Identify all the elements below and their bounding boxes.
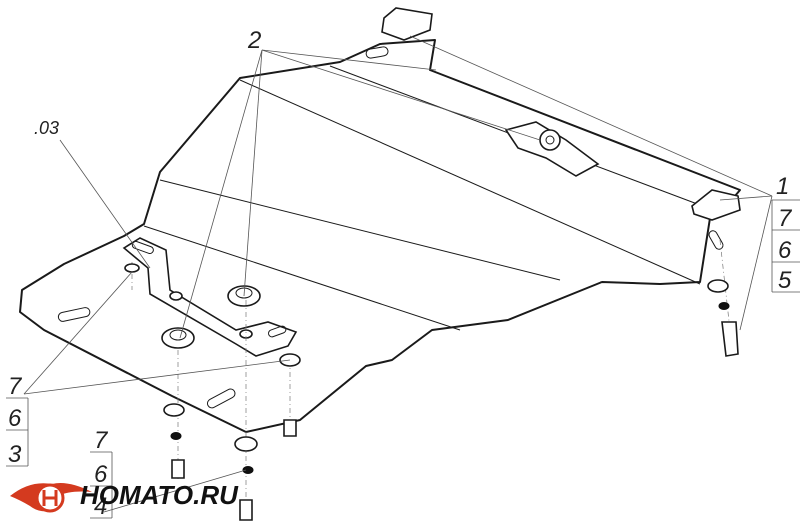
boss-grommet-inner <box>169 329 187 341</box>
mounting-slot <box>708 230 724 250</box>
bolt <box>239 499 253 521</box>
bend-line <box>143 225 461 331</box>
left-callout-stack <box>6 397 29 467</box>
top-hook-bracket <box>381 7 433 41</box>
logo-text: HOMATO.RU <box>80 480 239 510</box>
callout-right-6: 6 <box>778 237 792 264</box>
callout-left-7: 7 <box>8 373 23 400</box>
washer <box>234 436 258 452</box>
leader-line <box>103 469 247 513</box>
leader-line <box>243 49 263 297</box>
callout-right-7: 7 <box>778 205 793 232</box>
callout-bottom-6: 6 <box>94 461 108 488</box>
callout-2: 2 <box>247 27 261 54</box>
boss-grommet-inner <box>235 287 253 299</box>
clamp-nut-hole <box>545 135 555 145</box>
skid-plate-outline <box>19 39 741 433</box>
callout-bottom-4: 4 <box>94 493 107 520</box>
leader-line <box>179 49 263 339</box>
right-hook-bracket <box>691 189 741 221</box>
mounting-slot <box>206 388 236 409</box>
leader-line <box>261 49 437 71</box>
leader-line <box>23 359 291 395</box>
leader-line <box>261 49 541 141</box>
callout-right-5: 5 <box>778 267 792 294</box>
bottom-callout-stack <box>90 451 113 519</box>
lock-washer <box>242 466 254 474</box>
leader-line <box>23 271 133 395</box>
callout-left-3: 3 <box>8 441 22 468</box>
washer <box>124 263 140 273</box>
bend-line <box>159 179 561 281</box>
bolt <box>283 419 297 437</box>
nut <box>169 291 183 301</box>
left-bracket <box>122 237 298 357</box>
homato-logo: HOMATO.RU <box>10 480 239 513</box>
bend-line <box>239 79 701 285</box>
boss-grommet <box>161 327 195 349</box>
washer <box>163 403 185 417</box>
bolt <box>721 321 739 357</box>
leader-line <box>719 195 773 201</box>
leader-line <box>409 35 773 197</box>
bend-line <box>599 281 661 285</box>
leader-line <box>739 195 773 331</box>
callout-03: .03 <box>34 118 59 138</box>
mounting-slot <box>365 46 389 59</box>
callout-left-6: 6 <box>8 405 22 432</box>
bolt <box>171 459 185 479</box>
lock-washer <box>718 302 730 310</box>
callout-right-1: 1 <box>776 173 789 200</box>
mounting-slot <box>57 307 91 322</box>
leader-line <box>59 139 151 269</box>
bracket-slot <box>268 325 287 338</box>
right-callout-stack <box>771 199 800 293</box>
washer <box>707 279 729 293</box>
lock-washer <box>170 432 182 440</box>
clamp-nut <box>539 129 561 151</box>
callout-bottom-7: 7 <box>94 427 109 454</box>
axis-line <box>719 239 731 331</box>
logo-h-icon <box>42 490 58 506</box>
